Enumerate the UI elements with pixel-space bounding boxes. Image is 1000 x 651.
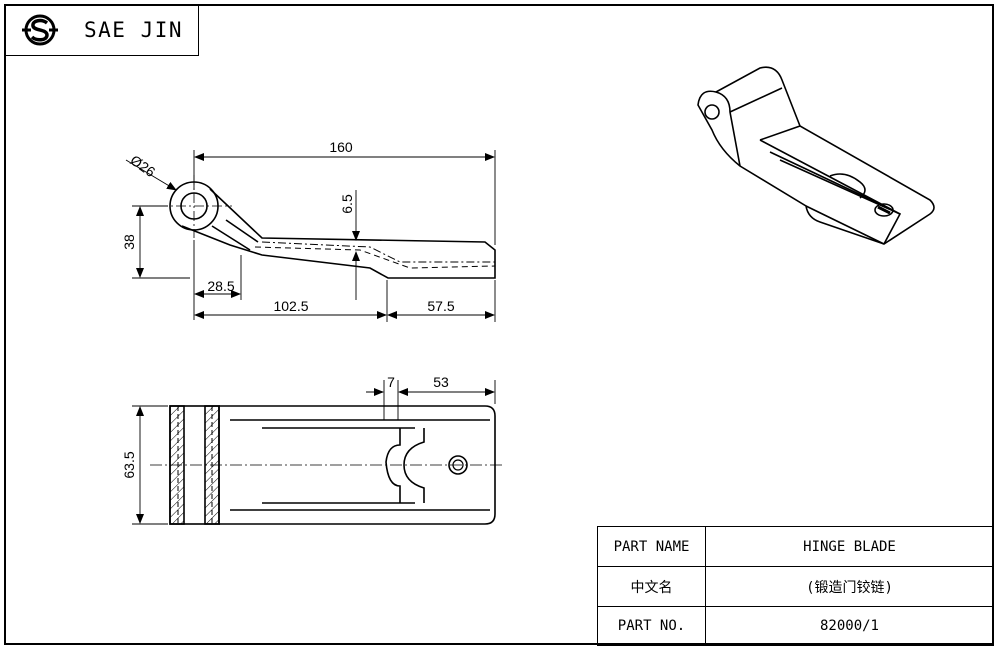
sae-jin-logo-icon (22, 14, 58, 46)
side-view-dimensions (125, 150, 496, 322)
dim-offset: 6.5 (339, 194, 355, 214)
dim-length-b: 57.5 (427, 298, 454, 314)
top-view (150, 405, 505, 525)
dim-width: 63.5 (121, 451, 137, 478)
isometric-view (697, 66, 935, 245)
dim-length-a: 102.5 (273, 298, 308, 314)
title-row-part-name: PART NAME HINGE BLADE (597, 526, 994, 567)
label-part-name: PART NAME (597, 526, 706, 567)
title-block: PART NAME HINGE BLADE 中文名 (锻造门铰链) PART N… (597, 526, 994, 646)
side-view (158, 175, 496, 279)
logo-box: SAE JIN (4, 4, 199, 56)
value-chinese-name: (锻造门铰链) (705, 566, 994, 607)
dim-overall-length: 160 (329, 139, 353, 155)
dim-height: 38 (121, 234, 137, 250)
value-part-no: 82000/1 (705, 606, 994, 646)
label-chinese-name: 中文名 (597, 566, 706, 607)
label-part-no: PART NO. (597, 606, 706, 646)
top-view-dimensions (132, 380, 496, 525)
value-part-name: HINGE BLADE (705, 526, 994, 567)
dim-eye-diameter: Ø26 (127, 152, 158, 180)
title-row-part-no: PART NO. 82000/1 (597, 606, 994, 646)
drawing-frame (4, 4, 994, 645)
dim-slot-width: 7 (387, 374, 395, 390)
title-row-chinese-name: 中文名 (锻造门铰链) (597, 566, 994, 607)
dim-slot-to-end: 53 (433, 374, 449, 390)
dim-eye-to-bend: 28.5 (207, 278, 234, 294)
company-name: SAE JIN (84, 18, 184, 42)
